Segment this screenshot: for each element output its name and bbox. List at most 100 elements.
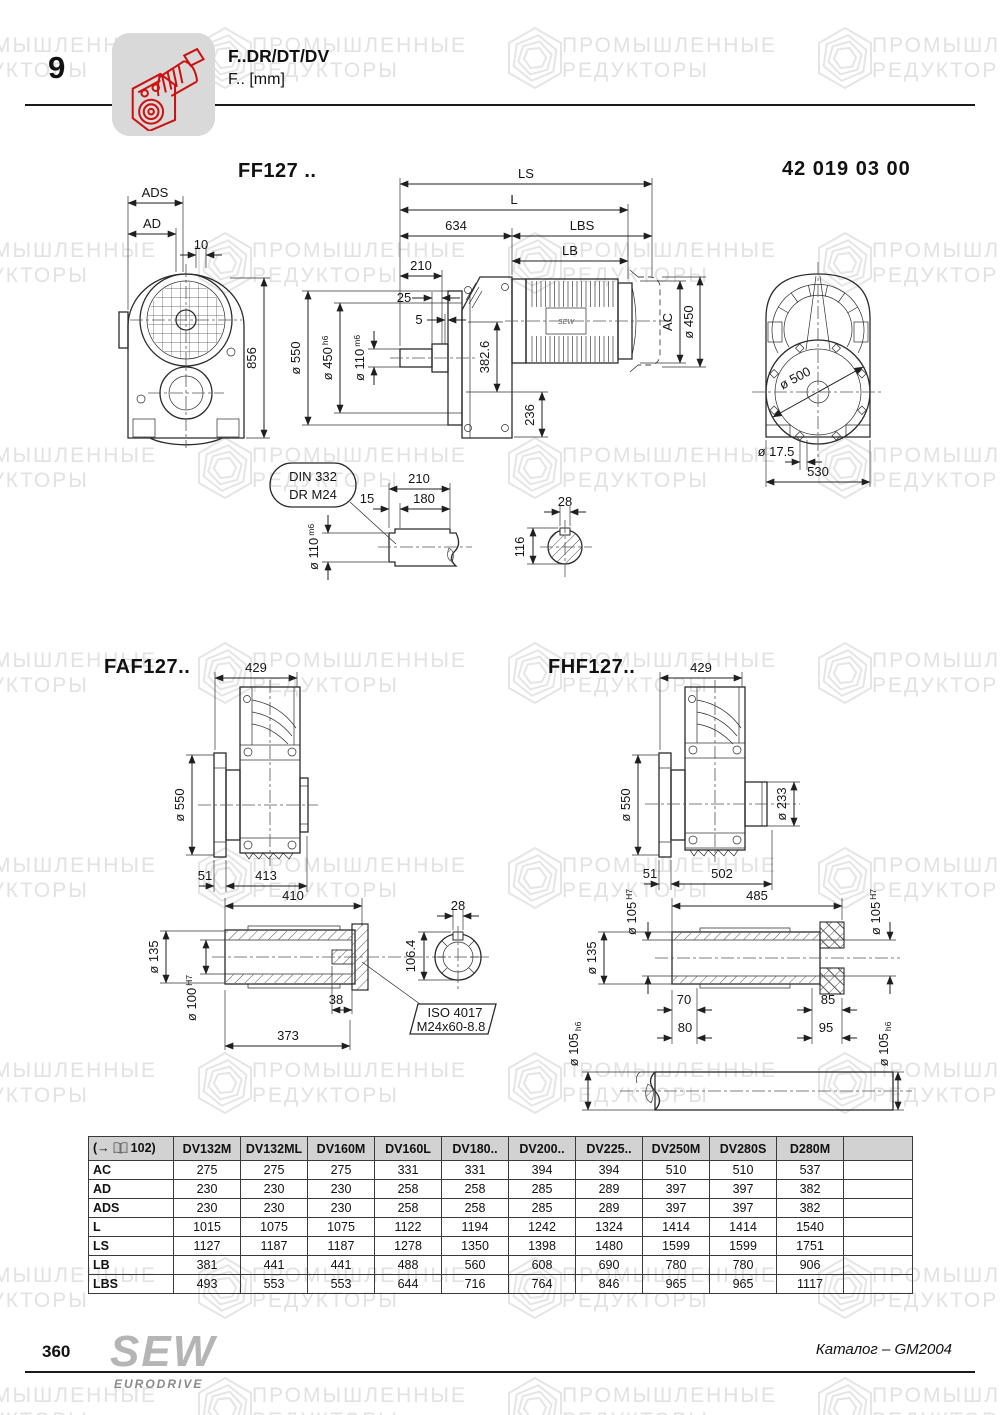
column-header-empty (843, 1136, 913, 1161)
dim-label-210b: 210 (408, 471, 430, 486)
dim-label-d233: ø 233 (774, 787, 789, 820)
dimension-value: 394 (575, 1160, 643, 1180)
column-header: DV250M (642, 1136, 710, 1161)
part-number: 42 019 03 00 (782, 158, 911, 180)
dimension-value: 382 (776, 1198, 844, 1218)
dimension-value: 394 (508, 1160, 576, 1180)
dimension-value: 285 (508, 1198, 576, 1218)
dim-label-116: 116 (512, 537, 527, 558)
page-title: F..DR/DT/DV (228, 46, 330, 66)
dimension-value: 690 (575, 1255, 643, 1275)
dim-label-ad: AD (143, 216, 161, 231)
ff127-title: FF127 .. (238, 160, 317, 182)
fhf127-solid-shaft-view: ø 105h6 ø 105h6 (566, 1021, 912, 1111)
dimension-value: 289 (575, 1198, 643, 1218)
dim-label-d135b: ø 135 (584, 941, 599, 974)
dim-label-d105h6-r: ø 105h6 (876, 1021, 893, 1066)
dim-label-373: 373 (277, 1028, 299, 1043)
column-header: D280M (776, 1136, 844, 1161)
dimension-value: 1398 (508, 1236, 576, 1256)
dim-label-410: 410 (282, 888, 304, 903)
fhf127-hollow-shaft-view: 485 ø 105H7 ø 135 ø 105H7 (584, 888, 900, 1044)
dim-label-634: 634 (445, 218, 467, 233)
dim-label-d105H7-l: ø 105H7 (624, 889, 639, 935)
dim-label-5: 5 (415, 312, 422, 327)
dim-label-d105h6-l: ø 105h6 (566, 1021, 583, 1066)
dim-label-70: 70 (677, 992, 691, 1007)
dim-label-25: 25 (397, 290, 411, 305)
dim-label-38: 38 (329, 992, 343, 1007)
row-label: LB (88, 1255, 174, 1275)
column-header: DV280S (709, 1136, 777, 1161)
dim-label-d110: ø 110m6 (352, 335, 367, 381)
dim-label-lb: LB (562, 243, 578, 258)
column-header: DV160M (307, 1136, 375, 1161)
dimension-value: 1194 (441, 1217, 509, 1237)
dimension-value: 331 (374, 1160, 442, 1180)
dim-label-413: 413 (255, 868, 277, 883)
catalog-book-icon (113, 1141, 128, 1157)
dim-label-10: 10 (194, 237, 208, 252)
dimension-value: 1599 (709, 1236, 777, 1256)
dim-label-502: 502 (711, 866, 733, 881)
dim-label-d135: ø 135 (146, 940, 161, 973)
dimension-value: 716 (441, 1274, 509, 1294)
dimension-value: 1127 (173, 1236, 241, 1256)
dimension-value: 382 (776, 1179, 844, 1199)
dimension-value: 553 (240, 1274, 308, 1294)
dimension-value: 965 (709, 1274, 777, 1294)
dim-label-ac: AC (660, 313, 675, 331)
dimension-value: 560 (441, 1255, 509, 1275)
dimension-value: 258 (374, 1198, 442, 1218)
dimension-value: 1187 (240, 1236, 308, 1256)
ref-arrow: (→ (93, 1140, 110, 1155)
dimension-value-empty (843, 1179, 913, 1199)
dimension-value: 510 (642, 1160, 710, 1180)
dim-label-28: 28 (558, 494, 572, 509)
dim-label-429b: 429 (690, 660, 712, 675)
dim-label-180: 180 (413, 491, 435, 506)
dim-label-l: L (510, 192, 517, 207)
dimension-value: 553 (307, 1274, 375, 1294)
dimension-value-empty (843, 1198, 913, 1218)
dimension-value-empty (843, 1274, 913, 1294)
dimension-value-empty (843, 1236, 913, 1256)
sew-logo: SEW (110, 1327, 217, 1376)
dim-label-51: 51 (198, 868, 212, 883)
callout-iso4017: ISO 4017 (428, 1005, 483, 1020)
column-header: DV132M (173, 1136, 241, 1161)
dim-label-382: 382.6 (477, 341, 492, 374)
dimension-value: 397 (642, 1198, 710, 1218)
column-header: DV225.. (575, 1136, 643, 1161)
dimension-value: 285 (508, 1179, 576, 1199)
sew-motor-label: SEW (558, 319, 575, 326)
faf127-shaft-view: 410 ø 135 ø 100H7 (146, 888, 497, 1050)
dimension-value: 608 (508, 1255, 576, 1275)
ref-page: 102) (130, 1140, 156, 1155)
dimension-value-empty (843, 1217, 913, 1237)
ff127-end-view: ø 500 ø 17.5 530 (752, 262, 884, 487)
dimension-value: 906 (776, 1255, 844, 1275)
dim-label-d550: ø 550 (288, 341, 303, 374)
dim-label-51b: 51 (643, 866, 657, 881)
dimension-value: 397 (709, 1198, 777, 1218)
dimension-value: 1242 (508, 1217, 576, 1237)
dimension-value-empty (843, 1255, 913, 1275)
dimension-value: 230 (307, 1198, 375, 1218)
dimension-value: 1414 (642, 1217, 710, 1237)
row-label: ADS (88, 1198, 174, 1218)
dimension-value: 1751 (776, 1236, 844, 1256)
